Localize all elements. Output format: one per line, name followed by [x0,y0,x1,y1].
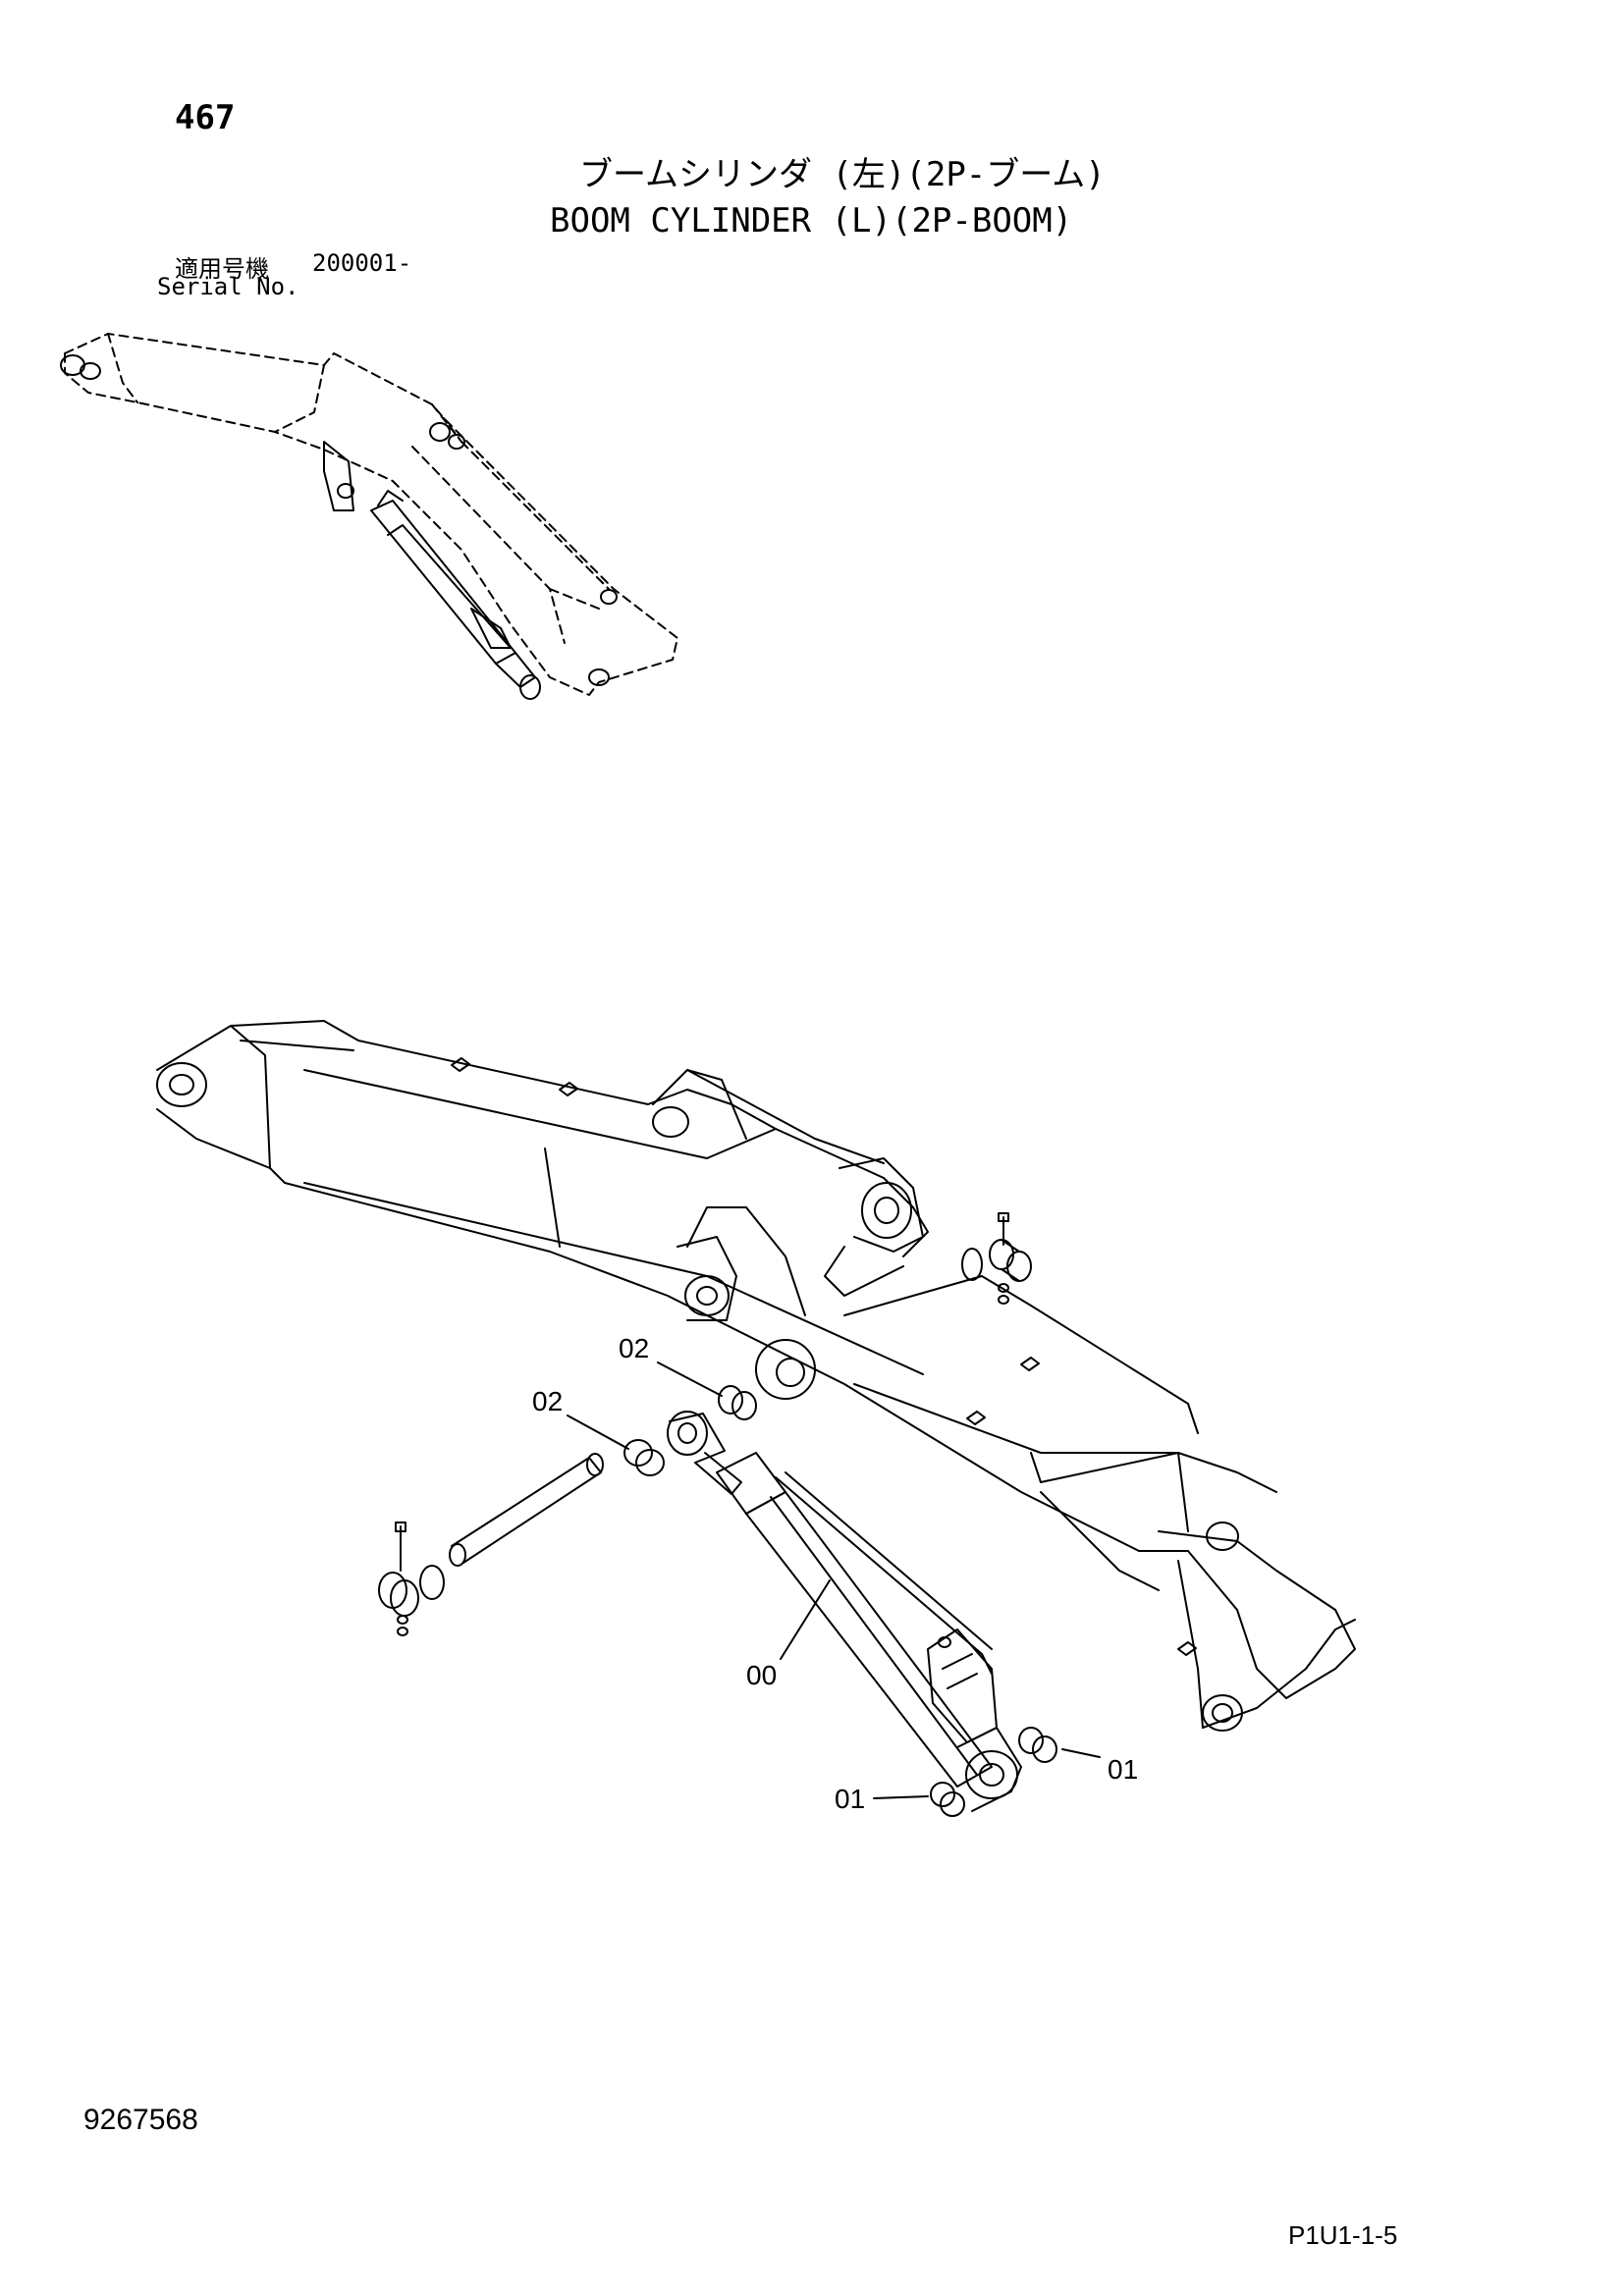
washer-left [397,1615,408,1636]
callout-label: 01 [1108,1754,1138,1785]
bushing-left [378,1572,419,1617]
bolt-left [395,1522,406,1572]
leader-lines [567,1362,1101,1799]
page-title-japanese: ブームシリンダ (左)(2P-ブーム) [579,155,1106,194]
washer-right [998,1283,1009,1305]
callout-label: 02 [619,1333,649,1363]
callout-label: 00 [746,1660,777,1690]
boom-cylinder-assembly [667,1411,1022,1812]
callout-label: 01 [835,1784,865,1814]
sheet-reference: P1U1-1-5 [1288,2220,1398,2250]
bushing-01-lower [930,1782,965,1817]
boom-structure [156,1020,1356,1732]
serial-label-japanese: 適用号機 [175,255,269,283]
bushing-02-upper [718,1385,757,1420]
serial-label: Serial No. [157,273,299,300]
bushing-right [989,1239,1032,1282]
callout-label: 02 [532,1386,563,1416]
document-code: 9267568 [83,2104,198,2136]
overview-boom-diagram [60,333,678,700]
bushing-02-lower [623,1439,665,1476]
pin-shaft [449,1453,604,1567]
bushing-01-right [1018,1727,1057,1763]
serial-number-value: 200001- [312,249,412,277]
page-number: 467 [175,98,236,137]
snap-ring-right [961,1248,983,1281]
page-title: BOOM CYLINDER (L)(2P-BOOM) [550,201,1073,240]
snap-ring-left [419,1565,445,1600]
